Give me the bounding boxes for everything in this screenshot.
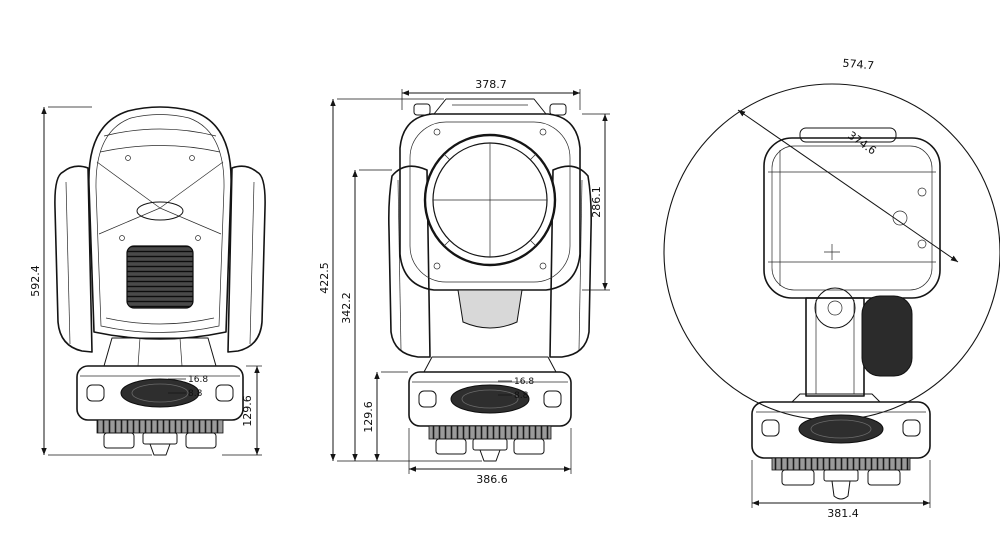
front-bottom-pin [479, 449, 501, 462]
rear-view: 592.4 129.6 16.8 8.8 [29, 106, 266, 456]
side-base-display [798, 414, 884, 444]
front-dim-details: 16.8 8.8 [498, 377, 534, 401]
front-head-outline [399, 113, 581, 291]
rear-dim-overall-height: 592.4 [29, 106, 152, 456]
front-dim-base-height-label: 129.6 [362, 401, 375, 433]
front-view: 378.7 422.5 342.2 129.6 286.1 [318, 78, 610, 486]
side-clamp [823, 469, 859, 482]
front-dim-head-depth-label: 286.1 [590, 186, 603, 218]
front-foot-right [513, 438, 545, 455]
rear-dim-base-height-label: 129.6 [241, 395, 254, 427]
rear-clamp [142, 432, 178, 445]
rear-foot-right [185, 432, 217, 449]
front-dim-yoke-height: 342.2 [340, 169, 392, 461]
rear-foot-left [103, 432, 135, 449]
side-dim-head-length-label: 374.6 [845, 129, 878, 158]
front-dim-head-width-label: 378.7 [475, 78, 507, 91]
front-dim-detail-a-label: 16.8 [514, 377, 534, 387]
front-dim-detail-b-label: 8.8 [514, 391, 529, 401]
side-base-display-inner [810, 419, 872, 439]
front-dim-overall-height-label: 422.5 [318, 262, 331, 294]
front-head-inner-line [409, 121, 571, 283]
front-foot-left [435, 438, 467, 455]
rear-handle-right [215, 384, 234, 402]
front-top-tab-right [549, 103, 567, 116]
side-dim-base-width: 381.4 [751, 460, 931, 520]
front-yoke-arm-right [549, 165, 592, 358]
rear-neck [103, 337, 217, 367]
side-head-details [768, 150, 936, 286]
side-rotation-center-cross [824, 244, 840, 260]
rear-base-vents [96, 419, 224, 434]
front-dim-base-height: 129.6 [362, 371, 408, 461]
rear-yoke-arm-right [227, 165, 266, 353]
rear-head-oval [136, 201, 184, 221]
front-base-display-inner [461, 389, 519, 409]
side-dim-base-width-label: 381.4 [827, 507, 859, 520]
side-yoke-arm [805, 297, 865, 397]
front-dim-head-width: 378.7 [401, 78, 581, 110]
front-top-tab-left [413, 103, 431, 116]
rear-yoke-arm-left [54, 165, 93, 353]
side-handle-left [761, 419, 780, 437]
rear-dim-overall-height-label: 592.4 [29, 265, 42, 297]
side-handle-right [902, 419, 921, 437]
rear-yoke-arm-right-line [249, 181, 255, 345]
front-neck [423, 356, 557, 373]
front-base-display [450, 384, 530, 414]
rear-yoke-arm-left-line [65, 181, 71, 345]
front-handle-left [418, 390, 437, 408]
side-bottom-hook [831, 480, 851, 500]
front-top-cap [433, 98, 547, 115]
side-foot-right [867, 469, 901, 486]
front-chin [457, 289, 523, 329]
front-dim-overall-height: 422.5 [318, 98, 482, 462]
front-handle-right [543, 390, 562, 408]
rear-bottom-pin [149, 443, 171, 456]
front-yoke-arm-left [388, 165, 431, 358]
front-base-vents [428, 425, 552, 440]
rear-head-outline [88, 106, 232, 340]
side-arm-pod [861, 295, 913, 377]
side-dim-swing-diameter: 574.7 [842, 57, 875, 73]
rear-dim-base-height: 129.6 [222, 365, 262, 456]
rear-handle-left [86, 384, 105, 402]
front-lens-crosshair [433, 143, 547, 257]
rear-dim-details: 16.8 8.8 [168, 375, 208, 399]
side-view: 574.7 374.6 381.4 [663, 57, 1000, 520]
front-dim-head-depth: 286.1 [582, 113, 610, 291]
front-yoke-arm-left-line [397, 179, 402, 351]
side-foot-left [781, 469, 815, 486]
side-tilt-hub-center [827, 300, 843, 316]
front-dim-base-width: 386.6 [408, 428, 572, 486]
rear-dim-detail-b-label: 8.8 [188, 389, 203, 399]
side-dim-head-length: 374.6 [737, 109, 959, 263]
front-dim-base-width-label: 386.6 [476, 473, 508, 486]
rear-base-display [120, 378, 200, 408]
rear-base-display-inner [131, 383, 189, 403]
side-base-vents [771, 457, 911, 471]
rear-dim-detail-a-label: 16.8 [188, 375, 208, 385]
front-clamp [472, 438, 508, 451]
side-dim-swing-diameter-label: 574.7 [842, 57, 875, 73]
front-head-screws [433, 128, 547, 270]
rear-vent-grille [126, 245, 194, 309]
rear-neck-lines [137, 337, 183, 367]
side-tilt-hub [814, 287, 856, 329]
side-yoke-arm-lines [815, 300, 855, 394]
side-head-inner-line [771, 145, 933, 291]
front-yoke-arm-right-line [578, 179, 583, 351]
side-head-outline [763, 137, 941, 299]
rear-head-details [96, 128, 224, 325]
front-dim-yoke-height-label: 342.2 [340, 292, 353, 324]
